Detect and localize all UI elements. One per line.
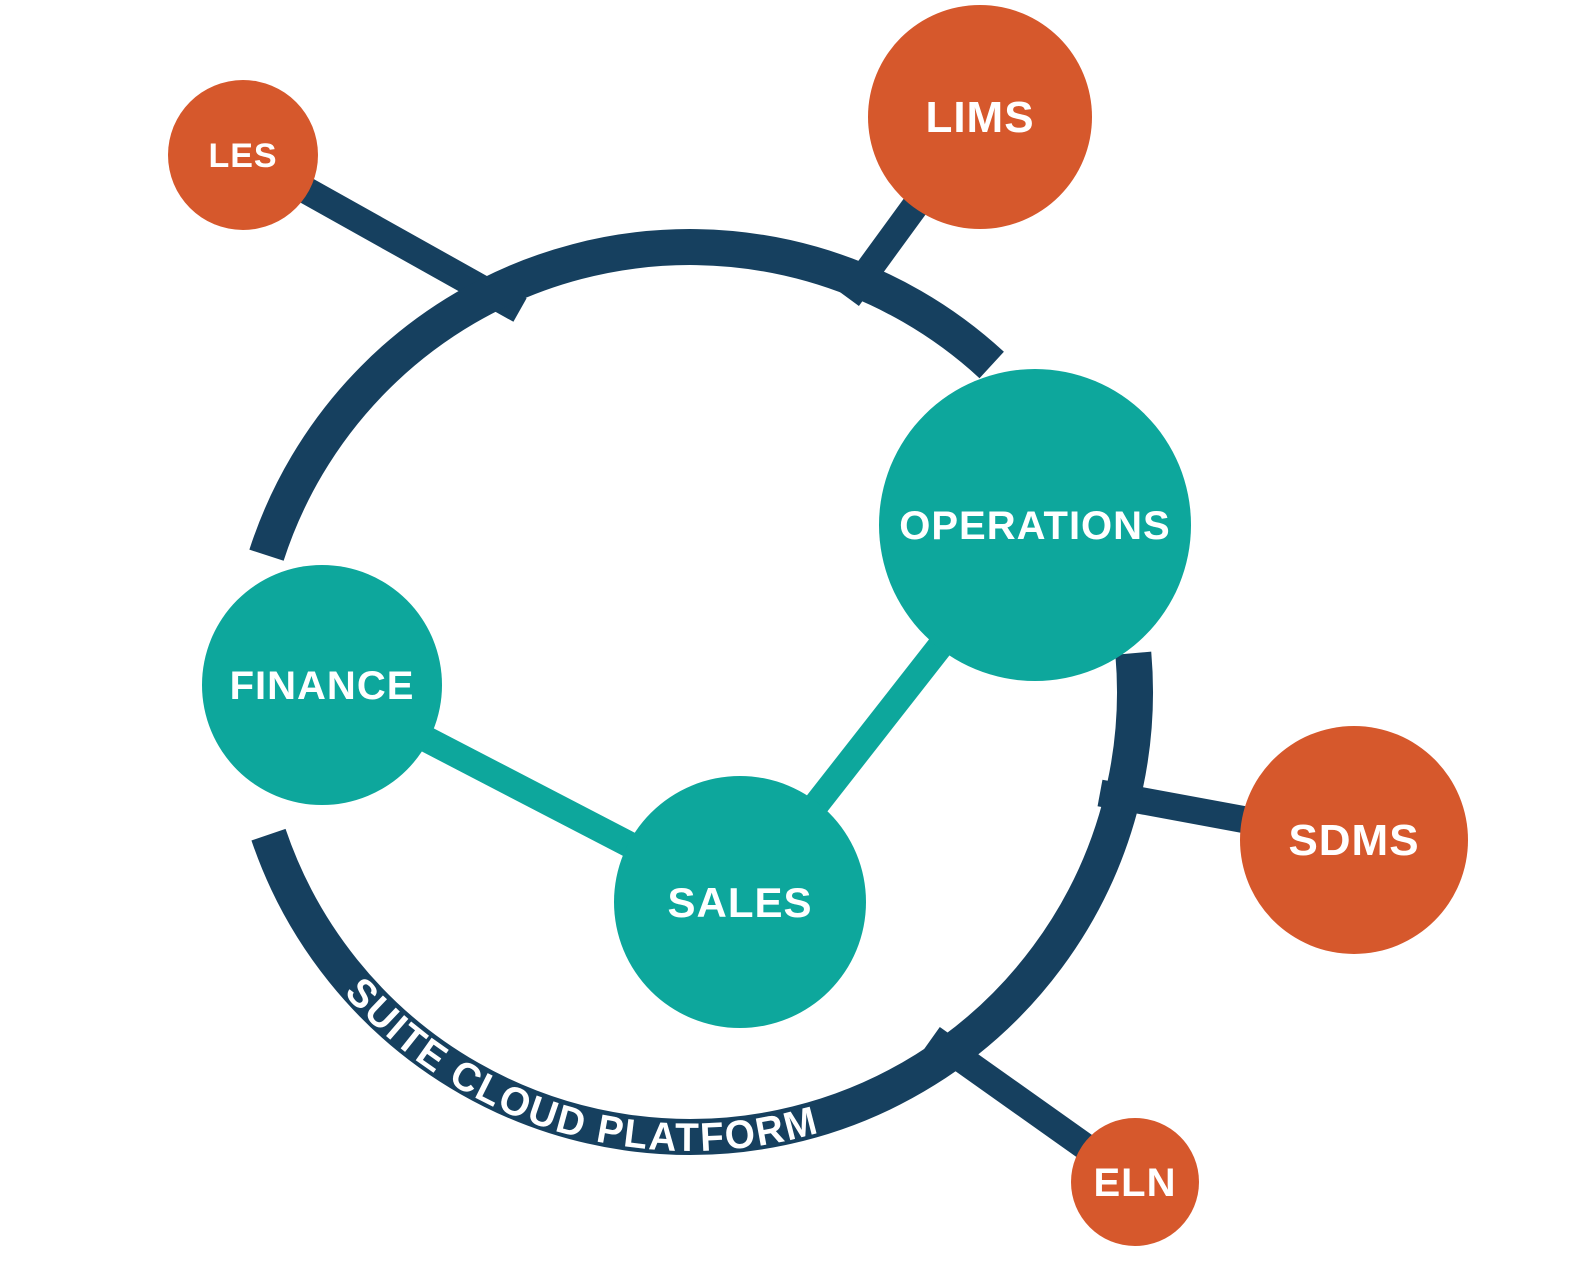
node-lims-label: LIMS — [925, 93, 1034, 142]
node-lims: LIMS — [868, 5, 1092, 229]
node-lims-circle — [868, 5, 1092, 229]
node-les-circle — [168, 80, 318, 230]
node-sdms: SDMS — [1240, 726, 1468, 954]
node-les: LES — [168, 80, 318, 230]
node-finance-label: FINANCE — [230, 664, 415, 708]
platform-ring-arc-top — [249, 229, 1004, 561]
node-sales: SALES — [614, 776, 866, 1028]
node-eln-circle — [1071, 1118, 1199, 1246]
node-sales-circle — [614, 776, 866, 1028]
node-finance: FINANCE — [202, 565, 442, 805]
node-sales-label: SALES — [667, 879, 812, 926]
node-operations-circle — [879, 369, 1191, 681]
node-eln-label: ELN — [1094, 1161, 1177, 1205]
node-operations-label: OPERATIONS — [899, 504, 1171, 548]
platform-ring-arc-main — [251, 651, 1153, 1155]
node-eln: ELN — [1071, 1118, 1199, 1246]
node-finance-circle — [202, 565, 442, 805]
node-sdms-circle — [1240, 726, 1468, 954]
node-les-label: LES — [208, 137, 277, 175]
node-sdms-label: SDMS — [1288, 816, 1419, 865]
node-operations: OPERATIONS — [879, 369, 1191, 681]
